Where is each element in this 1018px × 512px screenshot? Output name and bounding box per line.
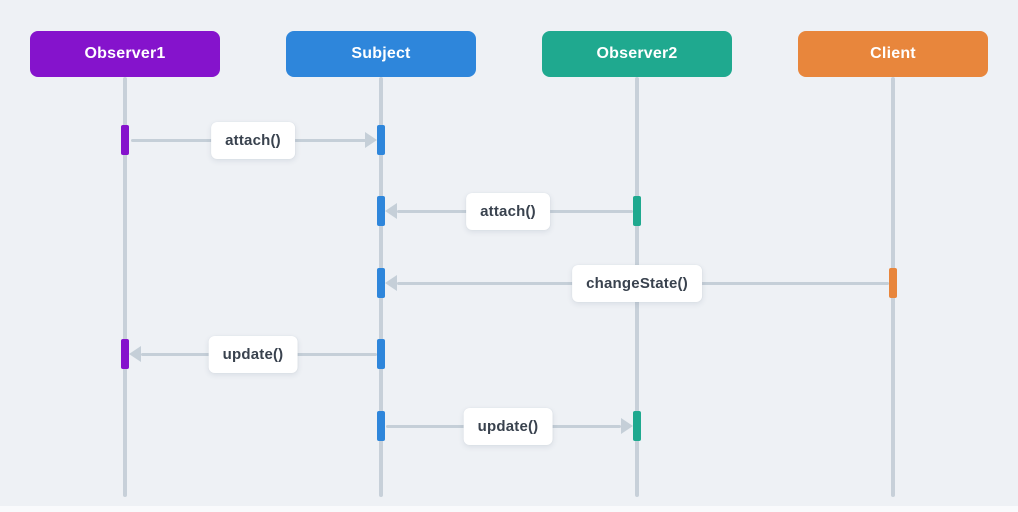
participant-label-client: Client <box>870 45 916 62</box>
arrowhead-left-icon <box>129 346 141 362</box>
message-text: attach() <box>225 132 281 149</box>
activation-observer2-1 <box>633 196 641 226</box>
lifeline-observer1 <box>123 77 127 497</box>
bottom-edge-strip <box>0 506 1018 512</box>
message-label-attach-1: attach() <box>211 122 295 159</box>
arrowhead-right-icon <box>365 132 377 148</box>
message-label-changestate: changeState() <box>572 265 702 302</box>
activation-client-1 <box>889 268 897 298</box>
message-text: update() <box>222 346 284 363</box>
arrowhead-left-icon <box>385 203 397 219</box>
arrowhead-left-icon <box>385 275 397 291</box>
participant-header-client: Client <box>798 31 988 77</box>
activation-subject-3 <box>377 268 385 298</box>
participant-label-subject: Subject <box>351 45 411 62</box>
message-label-attach-2: attach() <box>466 193 550 230</box>
message-text: changeState() <box>586 275 688 292</box>
activation-subject-5 <box>377 411 385 441</box>
activation-observer1-1 <box>121 125 129 155</box>
message-text: attach() <box>480 203 536 220</box>
message-label-update-1: update() <box>208 336 298 373</box>
activation-observer1-2 <box>121 339 129 369</box>
activation-subject-1 <box>377 125 385 155</box>
message-label-update-2: update() <box>463 408 553 445</box>
participant-label-observer1: Observer1 <box>84 45 166 62</box>
activation-observer2-2 <box>633 411 641 441</box>
arrowhead-right-icon <box>621 418 633 434</box>
participant-header-subject: Subject <box>286 31 476 77</box>
message-text: update() <box>477 418 539 435</box>
activation-subject-2 <box>377 196 385 226</box>
activation-subject-4 <box>377 339 385 369</box>
participant-label-observer2: Observer2 <box>596 45 678 62</box>
participant-header-observer2: Observer2 <box>542 31 732 77</box>
participant-header-observer1: Observer1 <box>30 31 220 77</box>
